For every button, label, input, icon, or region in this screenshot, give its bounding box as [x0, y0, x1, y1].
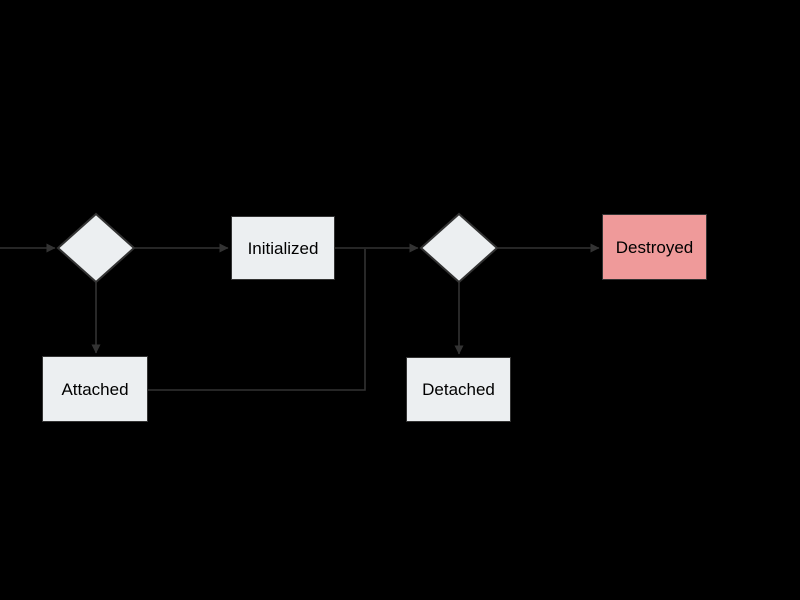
edge-attached-to-decision2 [148, 249, 366, 391]
node-initialized: Initialized [231, 216, 335, 280]
node-destroyed: Destroyed [602, 214, 707, 280]
decision-diamond-1 [56, 212, 136, 284]
node-attached-label: Attached [61, 379, 129, 399]
node-detached-label: Detached [422, 380, 495, 399]
node-attached: Attached [42, 356, 148, 422]
node-detached: Detached [406, 357, 511, 422]
node-initialized-label: Initialized [247, 238, 319, 258]
node-destroyed-label: Destroyed [615, 237, 694, 257]
decision-diamond-2 [419, 212, 499, 284]
